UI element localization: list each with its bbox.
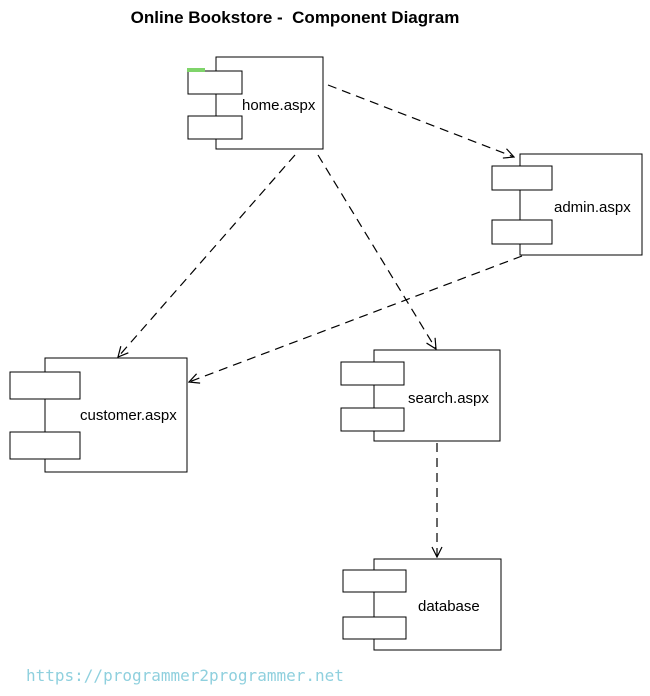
component-label-admin: admin.aspx (554, 199, 631, 216)
component-label-home: home.aspx (242, 97, 316, 114)
component-home: home.aspx (187, 56, 324, 150)
dependency-home-to-admin (327, 84, 514, 157)
component-admin: admin.aspx (491, 153, 643, 256)
selection-marker (187, 68, 205, 72)
component-port-top (491, 165, 553, 191)
diagram-title: Online Bookstore - Component Diagram (130, 8, 460, 27)
dependency-home-to-customer (118, 154, 296, 357)
component-port-bottom (342, 616, 407, 640)
component-port-top (342, 569, 407, 593)
component-customer: customer.aspx (9, 357, 188, 473)
component-database: database (342, 558, 502, 651)
component-port-bottom (340, 407, 405, 432)
component-port-top (9, 371, 81, 400)
component-label-database: database (418, 598, 480, 615)
component-port-bottom (187, 115, 243, 140)
dependency-lines (118, 84, 523, 557)
component-port-top (340, 361, 405, 386)
watermark-url: https://programmer2programmer.net (26, 666, 344, 685)
component-search: search.aspx (340, 349, 501, 442)
component-port-bottom (9, 431, 81, 460)
component-label-customer: customer.aspx (80, 407, 177, 424)
component-port-top (187, 70, 243, 95)
dependency-home-to-search (317, 154, 436, 349)
component-port-bottom (491, 219, 553, 245)
component-label-search: search.aspx (408, 390, 489, 407)
